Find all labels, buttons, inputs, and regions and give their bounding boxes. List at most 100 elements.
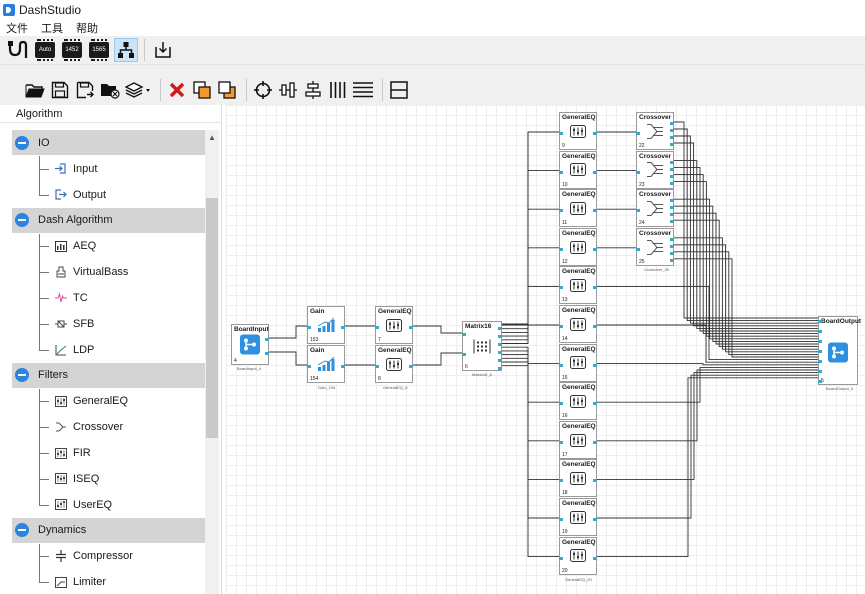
tree-item-iseq[interactable]: ISEQ [12,465,205,492]
tree-item-fir[interactable]: FIR [12,440,205,466]
input-port[interactable] [818,350,822,353]
output-port[interactable] [670,251,674,255]
distribute-vertical-button[interactable] [352,79,374,101]
output-port[interactable] [593,402,597,406]
tree-item-usereq[interactable]: UserEQ [12,491,205,518]
output-port[interactable] [593,132,597,135]
output-port[interactable] [498,343,502,346]
output-port[interactable] [593,556,597,560]
input-port[interactable] [307,326,311,329]
input-port[interactable] [559,556,563,560]
input-port[interactable] [818,370,822,373]
output-port[interactable] [670,206,674,210]
input-port[interactable] [818,340,822,343]
input-port[interactable] [559,286,563,290]
input-port[interactable] [559,325,563,328]
output-port[interactable] [593,170,597,174]
output-port[interactable] [670,167,674,171]
input-port[interactable] [462,353,466,356]
output-port[interactable] [593,247,597,251]
download-button[interactable] [151,38,175,62]
split-view-button[interactable] [388,79,410,101]
output-port[interactable] [593,209,597,213]
input-port[interactable] [375,365,379,368]
input-port[interactable] [636,209,640,213]
output-port[interactable] [498,327,502,330]
output-port[interactable] [670,122,674,125]
output-port[interactable] [593,286,597,290]
output-port[interactable] [265,338,269,341]
connect-button[interactable] [6,38,30,62]
input-port[interactable] [559,402,563,406]
tree-item-ldp[interactable]: LDP [12,336,205,363]
input-port[interactable] [559,170,563,174]
output-port[interactable] [670,237,674,241]
output-port[interactable] [593,325,597,328]
open-folder-button[interactable] [24,79,46,101]
output-port[interactable] [341,326,345,329]
category-dynamics[interactable]: Dynamics [12,517,205,543]
send-back-button[interactable] [216,79,238,101]
tree-item-aeq[interactable]: AEQ [12,233,205,260]
output-port[interactable] [409,326,413,329]
input-port[interactable] [559,363,563,367]
scroll-up-arrow-icon[interactable]: ▲ [208,132,216,142]
output-port[interactable] [498,351,502,354]
output-port[interactable] [593,440,597,444]
tree-item-virtualbass[interactable]: VirtualBass [12,259,205,286]
tree-item-output[interactable]: Output [12,181,205,208]
output-port[interactable] [670,199,674,203]
output-port[interactable] [670,220,674,224]
output-port[interactable] [670,143,674,146]
delete-button[interactable] [166,79,188,101]
align-middle-button[interactable] [277,79,299,101]
input-port[interactable] [636,247,640,251]
tree-item-compressor[interactable]: Compressor [12,543,205,570]
output-port[interactable] [593,479,597,483]
save-button[interactable] [49,79,71,101]
output-port[interactable] [670,160,674,164]
chip-1565-button[interactable]: 1565 [87,38,111,62]
output-port[interactable] [498,359,502,362]
output-port[interactable] [341,365,345,368]
input-port[interactable] [559,209,563,213]
scroll-thumb[interactable] [206,198,218,438]
output-port[interactable] [498,335,502,338]
input-port[interactable] [818,360,822,363]
collapse-icon[interactable] [15,523,29,538]
output-port[interactable] [409,365,413,368]
output-port[interactable] [498,367,502,370]
input-port[interactable] [818,330,822,333]
output-port[interactable] [670,244,674,248]
output-port[interactable] [670,181,674,185]
save-as-button[interactable] [74,79,96,101]
output-port[interactable] [593,518,597,521]
close-project-button[interactable] [99,79,121,101]
input-port[interactable] [636,170,640,174]
collapse-icon[interactable] [15,368,29,383]
input-port[interactable] [636,132,640,135]
input-port[interactable] [559,132,563,135]
layers-button[interactable] [124,79,152,101]
tree-item-sfb[interactable]: SFB [12,310,205,337]
align-center-button[interactable] [302,79,324,101]
panel-scrollbar[interactable]: ▲ [205,130,219,594]
